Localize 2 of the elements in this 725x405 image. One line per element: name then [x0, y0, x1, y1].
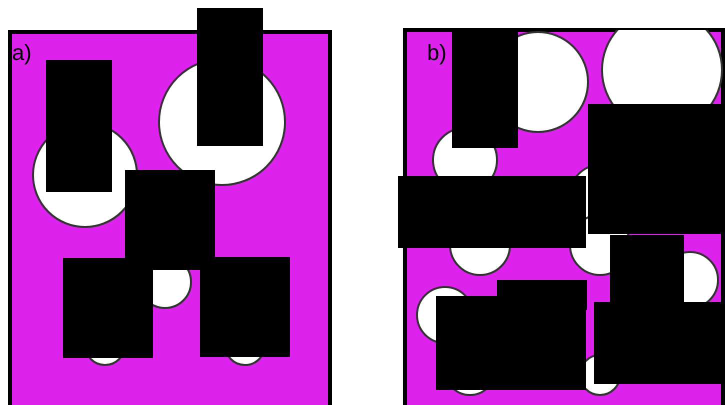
panel-label: a) — [12, 41, 32, 65]
panel-label: b) — [427, 41, 447, 65]
